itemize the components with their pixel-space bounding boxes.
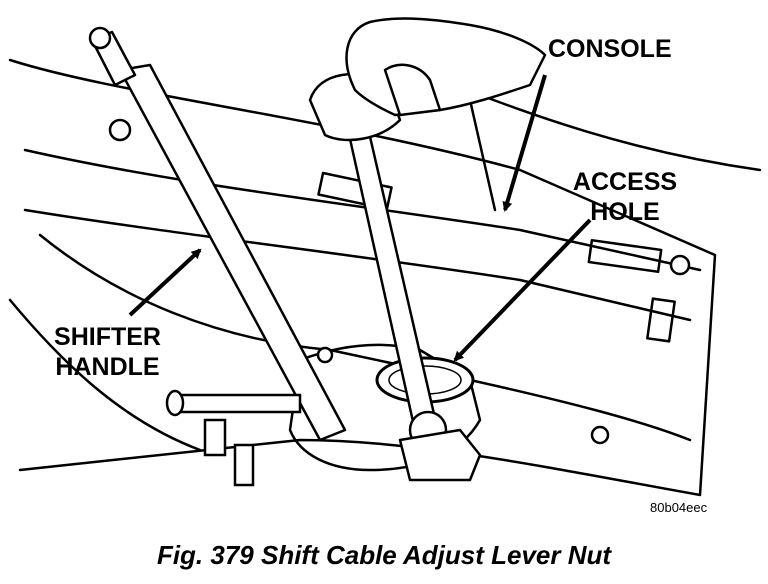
console-arrow: [502, 74, 547, 212]
console-ridge-lower: [23, 208, 692, 322]
console-ridge: [23, 148, 702, 272]
hand-finger: [383, 63, 442, 117]
bolt-lower: [233, 443, 255, 487]
shifter-handle-rod: [118, 63, 347, 442]
bolt-left: [203, 418, 227, 457]
trim-slot-right: [587, 238, 663, 274]
bolt-rear: [669, 254, 691, 276]
console-rear-vertical: [468, 98, 497, 212]
shifter-handle-label-line1: SHIFTER: [54, 323, 161, 351]
console-label: CONSOLE: [548, 35, 672, 63]
shift-cable: [173, 393, 302, 414]
access-hole-label-line2: HOLE: [590, 198, 660, 226]
shifter-handle-arrow: [128, 248, 202, 317]
shift-cable-end: [165, 389, 185, 417]
figure-code: 80b04eec: [650, 500, 708, 515]
shifter-handle-label-line2: HANDLE: [55, 353, 160, 381]
access-hole-label: ACCESS HOLE: [560, 167, 690, 227]
shifter-handle-label: SHIFTER HANDLE: [45, 322, 170, 382]
console-left-edge: [8, 298, 202, 452]
hand: [345, 17, 547, 117]
access-hole-label-line1: ACCESS: [572, 168, 678, 196]
shifter-handle-end: [88, 26, 112, 50]
trim-slot-side: [646, 297, 676, 343]
access-hole-arrow: [453, 218, 592, 362]
lever-nut: [398, 428, 482, 482]
figure-caption: Fig. 379 Shift Cable Adjust Lever Nut: [156, 540, 612, 570]
bolt-housing: [316, 346, 334, 364]
bolt-front: [590, 425, 610, 445]
bolt-console: [108, 118, 132, 142]
trim-slot-left: [317, 171, 393, 211]
